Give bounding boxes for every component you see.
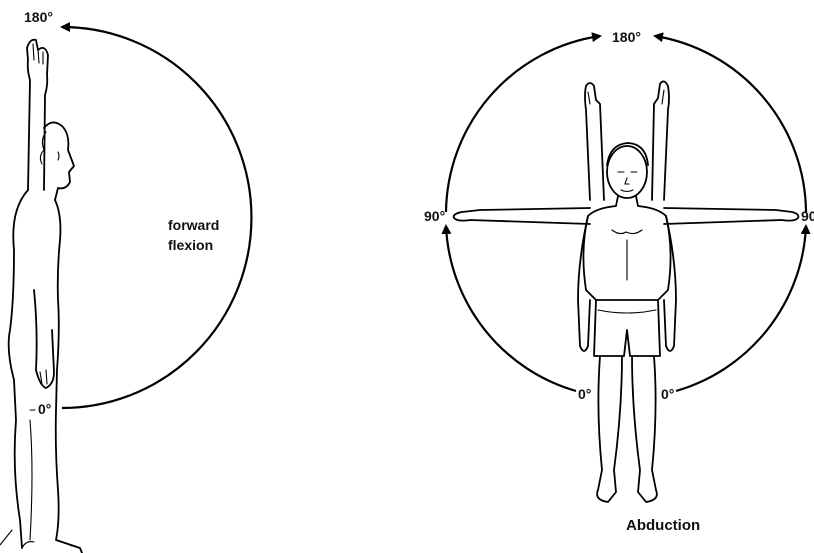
abduction-caption: Abduction — [626, 517, 700, 534]
flexion-arc — [62, 27, 251, 408]
right-angle-0-left-label: 0° — [578, 386, 591, 402]
left-angle-0-label: 0° — [38, 401, 51, 417]
motion-label-line2: flexion — [168, 237, 213, 253]
right-angle-90-left-label: 90° — [424, 208, 445, 224]
arc-left-upper — [446, 36, 600, 212]
arc-right-lower — [676, 226, 806, 391]
front-view-figure — [454, 81, 799, 502]
arc-right-upper — [655, 36, 806, 212]
forward-flexion-panel: 180° 0° forward flexion — [0, 9, 251, 553]
arc-left-lower — [446, 226, 576, 391]
abduction-panel: 180° 90° 90 0° 0° Abduction — [424, 29, 814, 534]
side-view-figure — [0, 40, 82, 553]
motion-label-line1: forward — [168, 217, 219, 233]
right-angle-0-right-label: 0° — [661, 386, 674, 402]
left-angle-180-label: 180° — [24, 9, 53, 25]
right-angle-180-label: 180° — [612, 29, 641, 45]
right-angle-90-right-label: 90 — [801, 208, 814, 224]
